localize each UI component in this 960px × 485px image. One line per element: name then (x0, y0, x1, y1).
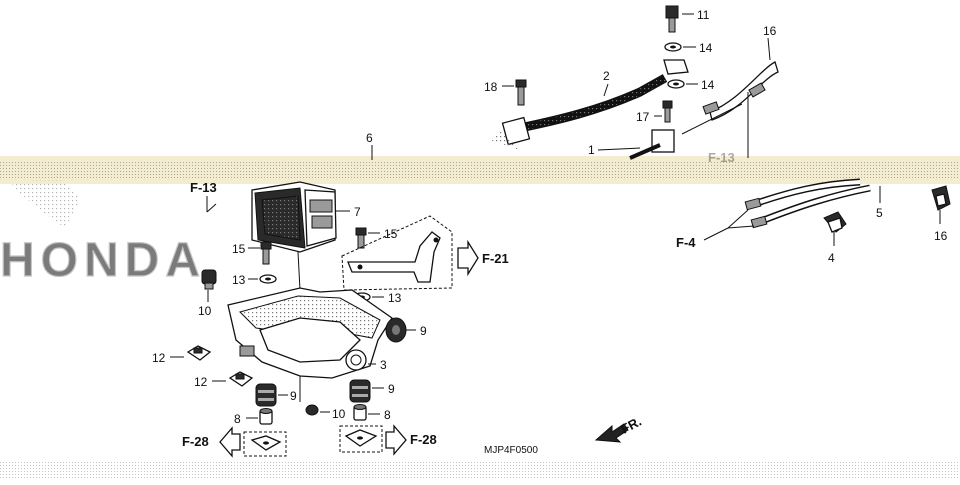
svg-text:9: 9 (290, 389, 297, 403)
pipe-4: 16 (681, 24, 779, 158)
ref-f21: F-21 (457, 239, 509, 277)
svg-text:10: 10 (332, 407, 346, 421)
svg-text:4: 4 (828, 251, 835, 265)
bolt-16-left: 15 (232, 241, 272, 265)
clip-15-a: 4 (823, 211, 847, 265)
union-fitting (663, 59, 689, 75)
clip-15-b: 16 (931, 185, 951, 243)
svg-text:12: 12 (152, 351, 166, 365)
svg-text:7: 7 (354, 205, 361, 219)
nut-12-b: 12 (194, 371, 254, 389)
bolt-11: 11 (665, 5, 710, 33)
svg-text:18: 18 (484, 80, 498, 94)
svg-text:8: 8 (234, 412, 241, 426)
collar-8-right: 8 (353, 404, 391, 422)
callout-1: 1 (588, 129, 675, 160)
stay-bracket (341, 215, 453, 291)
ref-f4: F-4 (676, 209, 755, 250)
svg-text:17: 17 (636, 110, 650, 124)
bolt-16-right: 15 (355, 227, 398, 249)
svg-text:1: 1 (588, 143, 595, 157)
svg-text:2: 2 (603, 69, 610, 83)
hose-2: 2 (490, 69, 668, 150)
svg-text:HONDA: HONDA (0, 234, 206, 287)
grommet-9-c: 9 (349, 379, 395, 403)
front-direction-arrow: FR. (594, 414, 644, 443)
honda-watermark: HONDA (0, 175, 206, 288)
collar-8-left: 8 (234, 408, 273, 426)
svg-text:F-28: F-28 (410, 432, 437, 447)
abs-modulator-7: 7 (251, 181, 361, 291)
grommet-10-top: 10 (198, 269, 217, 318)
svg-text:15: 15 (232, 242, 246, 256)
svg-text:14: 14 (701, 78, 715, 92)
ref-f28-right: F-28 (385, 424, 437, 456)
svg-text:16: 16 (934, 229, 948, 243)
nut-12-a: 12 (152, 345, 212, 365)
svg-text:F-4: F-4 (676, 235, 696, 250)
pipe-5: 5 (744, 178, 883, 229)
ref-f13: F-13 (190, 180, 217, 213)
bolt-18: 18 (484, 79, 527, 106)
ref-f28-left: F-28 (182, 426, 241, 458)
svg-text:11: 11 (697, 8, 710, 22)
washer-14-top: 14 (664, 41, 713, 55)
svg-text:13: 13 (232, 273, 246, 287)
collar-10-bottom: 10 (299, 376, 346, 421)
mount-plate-right (339, 425, 383, 453)
holder-6: 3 (227, 287, 393, 379)
svg-text:13: 13 (388, 291, 402, 305)
grommet-9-a: 9 (385, 317, 427, 343)
washer-14-bottom: 14 (667, 78, 715, 92)
svg-text:5: 5 (876, 206, 883, 220)
bolt-17: 17 (636, 100, 673, 124)
scan-band (0, 156, 960, 480)
svg-text:F-28: F-28 (182, 434, 209, 449)
svg-text:9: 9 (420, 324, 427, 338)
svg-text:10: 10 (198, 304, 212, 318)
svg-text:F-13: F-13 (190, 180, 217, 195)
callout-3: 6 (366, 131, 373, 160)
svg-text:15: 15 (384, 227, 398, 241)
svg-text:F-21: F-21 (482, 251, 509, 266)
ref-f13-partial: F-13 (708, 150, 735, 165)
mount-plate-left (243, 431, 287, 457)
svg-text:12: 12 (194, 375, 208, 389)
svg-text:3: 3 (380, 358, 387, 372)
grommet-9-b: 9 (255, 383, 297, 407)
svg-text:9: 9 (388, 382, 395, 396)
washer-13-top: 13 (232, 273, 277, 287)
svg-text:14: 14 (699, 41, 713, 55)
diagram-code: MJP4F0500 (484, 445, 538, 456)
callout-label: 6 (366, 131, 373, 145)
svg-text:16: 16 (763, 24, 777, 38)
svg-text:8: 8 (384, 408, 391, 422)
